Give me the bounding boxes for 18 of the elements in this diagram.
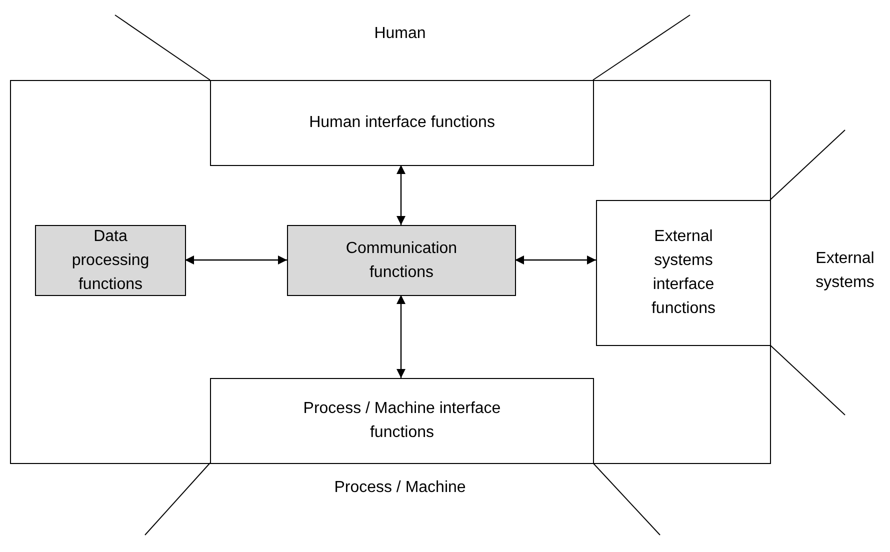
interface-box [596,200,771,346]
system-boundary-box [10,80,771,464]
node-text: External systems interface functions [650,227,717,319]
interface-box [210,378,594,464]
double-arrow [515,256,596,264]
node-text: Data processing functions [70,226,150,294]
node-text: Process / Machine interface functions [302,399,502,443]
double-arrow [396,295,406,378]
double-arrow [185,256,287,264]
function-box [35,225,186,296]
interface-box [210,80,594,166]
region-label: Process / Machine [333,478,467,498]
region-label: Human [373,24,427,44]
node-text: Human interface functions [309,113,495,133]
double-arrow [396,165,406,225]
function-box [287,225,516,296]
region-label: External systems [814,249,876,293]
node-text: Communication functions [344,238,458,282]
